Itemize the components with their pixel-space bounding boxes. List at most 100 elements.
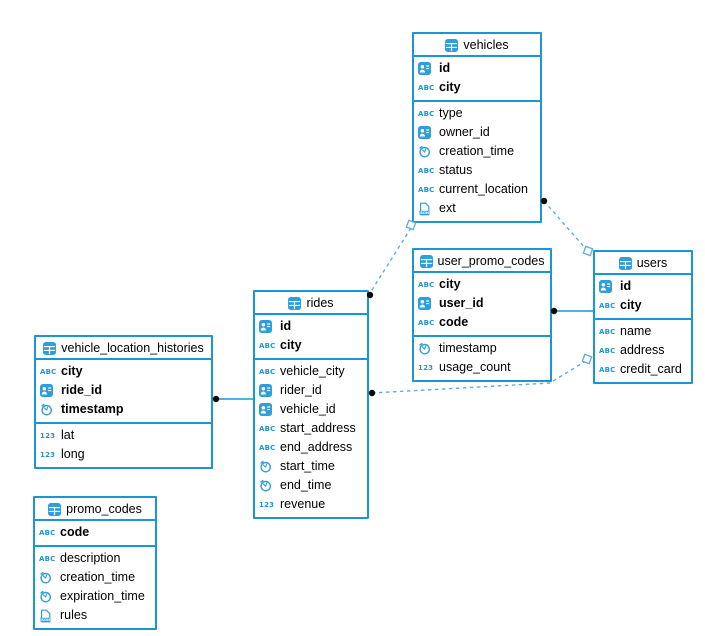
time-type-icon: [40, 403, 57, 417]
field-owner_id[interactable]: owner_id: [414, 123, 540, 142]
field-current_location[interactable]: ABC current_location: [414, 180, 540, 199]
field-user_id[interactable]: user_id: [414, 294, 550, 313]
table-header[interactable]: rides: [255, 292, 367, 315]
field-creation_time[interactable]: creation_time: [35, 568, 155, 587]
field-vehicle_id[interactable]: vehicle_id: [255, 400, 367, 419]
field-start_time[interactable]: start_time: [255, 457, 367, 476]
table-header[interactable]: vehicles: [414, 34, 540, 57]
many-end-dot: [212, 395, 220, 403]
table-title: users: [636, 256, 668, 270]
field-expiration_time[interactable]: expiration_time: [35, 587, 155, 606]
field-name: usage_count: [439, 360, 511, 374]
field-name: start_address: [280, 421, 356, 435]
field-timestamp[interactable]: timestamp: [36, 400, 211, 419]
field-name: rider_id: [280, 383, 322, 397]
svg-text:JSON: JSON: [418, 211, 429, 215]
time-type-icon: [39, 590, 56, 604]
field-name: id: [439, 61, 451, 75]
field-long[interactable]: 123 long: [36, 445, 211, 464]
one-end-diamond: [582, 245, 594, 257]
id-badge-icon: [418, 297, 435, 311]
text-type-icon: ABC: [418, 318, 435, 327]
field-name: current_location: [439, 182, 528, 196]
one-end-diamond: [581, 353, 593, 365]
field-name: revenue: [280, 497, 326, 511]
number-type-icon: 123: [40, 450, 56, 459]
json-type-icon: JSON: [39, 609, 56, 623]
field-creation_time[interactable]: creation_time: [414, 142, 540, 161]
field-name: creation_time: [439, 144, 515, 158]
text-type-icon: ABC: [599, 327, 616, 336]
text-type-icon: ABC: [418, 83, 435, 92]
table-title: vehicle_location_histories: [61, 341, 204, 355]
table-header[interactable]: vehicle_location_histories: [36, 337, 211, 360]
field-id[interactable]: id: [414, 59, 540, 78]
field-name: code: [60, 525, 90, 539]
table-header[interactable]: user_promo_codes: [414, 250, 550, 273]
text-type-icon: ABC: [418, 185, 435, 194]
json-type-icon: JSON: [418, 202, 435, 216]
svg-text:JSON: JSON: [39, 618, 50, 622]
relationship-line-vehicles-users: [543, 200, 586, 249]
field-end_time[interactable]: end_time: [255, 476, 367, 495]
field-name: ride_id: [61, 383, 102, 397]
table-header[interactable]: users: [595, 252, 691, 275]
text-type-icon: ABC: [259, 341, 276, 350]
table-title: user_promo_codes: [437, 254, 545, 268]
field-revenue[interactable]: 123 revenue: [255, 495, 367, 514]
id-badge-icon: [259, 320, 276, 334]
text-type-icon: ABC: [259, 367, 276, 376]
field-name: long: [61, 447, 85, 461]
field-id[interactable]: id: [255, 317, 367, 336]
text-type-icon: ABC: [599, 301, 616, 310]
field-id[interactable]: id: [595, 277, 691, 296]
table-icon: [48, 502, 62, 516]
number-type-icon: 123: [259, 500, 275, 509]
time-type-icon: [259, 460, 276, 474]
table-title: promo_codes: [66, 502, 142, 516]
field-name: credit_card: [620, 362, 682, 376]
field-timestamp[interactable]: timestamp: [414, 339, 550, 358]
field-rider_id[interactable]: rider_id: [255, 381, 367, 400]
table-icon: [419, 254, 433, 268]
text-type-icon: ABC: [418, 280, 435, 289]
table-header[interactable]: promo_codes: [35, 498, 155, 521]
field-name: vehicle_id: [280, 402, 336, 416]
field-name: description: [60, 551, 121, 565]
field-name: user_id: [439, 296, 484, 310]
field-name: expiration_time: [60, 589, 145, 603]
id-badge-icon: [259, 403, 276, 417]
field-ride_id[interactable]: ride_id: [36, 381, 211, 400]
